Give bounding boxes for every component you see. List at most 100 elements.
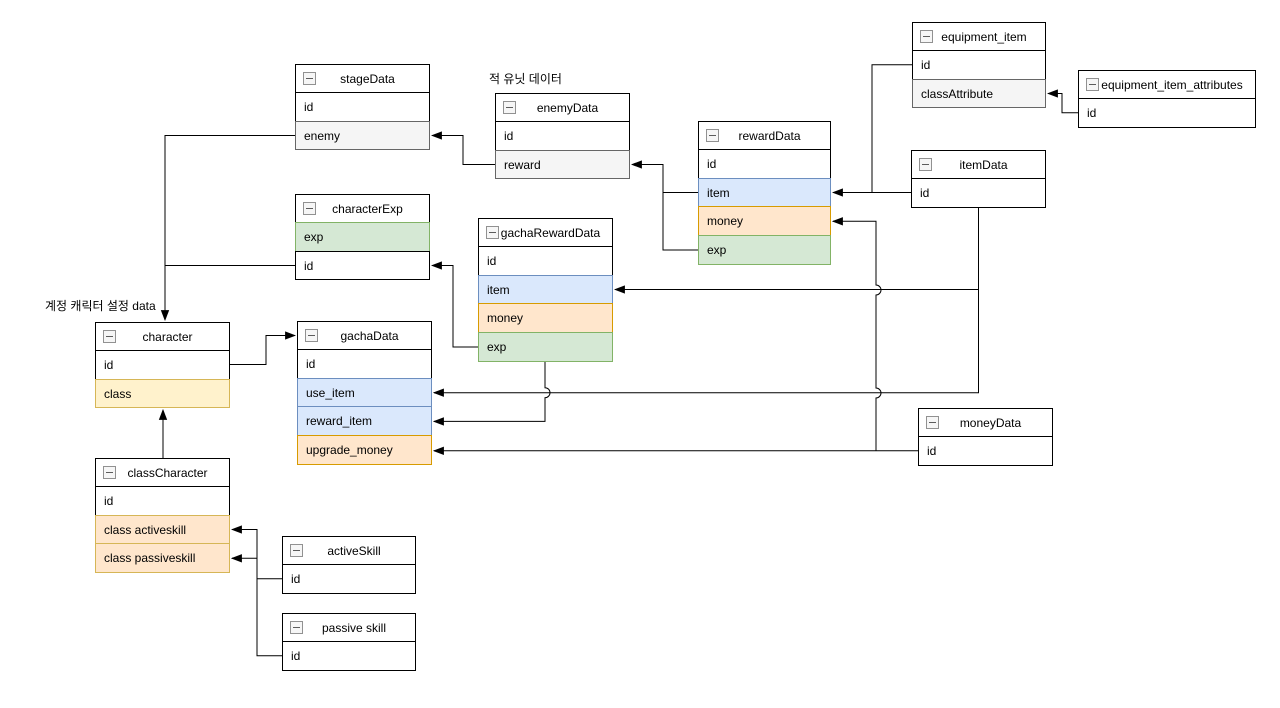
table-row-equipment-item-attributes-id[interactable]: id: [1078, 98, 1256, 128]
table-row-characterExp-id[interactable]: id: [295, 250, 430, 281]
table-row-equipment-item-classAttribute[interactable]: classAttribute: [912, 78, 1046, 109]
table-passive-skill[interactable]: passive skill id: [282, 613, 416, 671]
table-row-character-id[interactable]: id: [95, 350, 230, 380]
row-label: id: [104, 357, 114, 372]
table-stageData[interactable]: stageData id enemy: [295, 64, 430, 151]
table-row-gachaData-upgrade-money[interactable]: upgrade_money: [297, 435, 432, 465]
row-label: id: [927, 443, 937, 458]
row-label: class activeskill: [104, 522, 187, 537]
table-header-stageData[interactable]: stageData: [295, 64, 430, 93]
table-title: characterExp: [332, 201, 403, 216]
connector-enemyData-to-stageData-enemy[interactable]: [430, 131, 495, 165]
row-label: enemy: [304, 128, 341, 143]
table-row-passive-skill-id[interactable]: id: [282, 641, 416, 671]
table-row-equipment-item-id[interactable]: id: [912, 50, 1046, 80]
collapse-icon[interactable]: [706, 128, 719, 142]
connector-gachaRewardData-exp-to-characterExp-id[interactable]: [430, 261, 478, 348]
row-label: id: [304, 258, 314, 273]
collapse-icon[interactable]: [919, 157, 932, 171]
table-row-gachaData-id[interactable]: id: [297, 349, 432, 379]
table-row-itemData-id[interactable]: id: [911, 178, 1046, 208]
table-header-equipment-item[interactable]: equipment_item: [912, 22, 1046, 51]
table-row-classCharacter-id[interactable]: id: [95, 486, 230, 516]
table-header-passive-skill[interactable]: passive skill: [282, 613, 416, 642]
connector-stageData-enemy-to-character-top[interactable]: [160, 135, 295, 322]
collapse-icon[interactable]: [305, 328, 318, 342]
table-row-enemyData-id[interactable]: id: [495, 121, 630, 151]
table-row-gachaRewardData-exp[interactable]: exp: [478, 332, 613, 362]
connector-passiveSkill-to-classCharacter-passiveskill[interactable]: [230, 554, 282, 657]
collapse-icon[interactable]: [920, 29, 933, 43]
collapse-icon[interactable]: [290, 543, 303, 557]
collapse-icon[interactable]: [926, 415, 939, 429]
collapse-icon[interactable]: [103, 465, 116, 479]
table-title: stageData: [340, 71, 395, 86]
table-title: moneyData: [959, 415, 1022, 430]
connector-equipmentItem-id-join-rewardData-item[interactable]: [871, 64, 912, 193]
collapse-icon[interactable]: [303, 201, 316, 215]
row-label: id: [304, 99, 314, 114]
table-row-gachaRewardData-item[interactable]: item: [478, 274, 613, 305]
table-header-enemyData[interactable]: enemyData: [495, 93, 630, 122]
collapse-icon[interactable]: [290, 620, 303, 634]
table-classCharacter[interactable]: classCharacter id class activeskill class p…: [95, 458, 230, 574]
row-label: exp: [707, 242, 727, 257]
table-header-moneyData[interactable]: moneyData: [918, 408, 1053, 437]
row-label: id: [291, 571, 301, 586]
table-header-gachaData[interactable]: gachaData: [297, 321, 432, 350]
diagram-label-0[interactable]: 적 유닛 데이터: [489, 72, 562, 86]
table-row-characterExp-exp[interactable]: exp: [295, 222, 430, 252]
table-row-gachaData-reward-item[interactable]: reward_item: [297, 406, 432, 437]
diagram-label-1[interactable]: 계정 캐릭터 설정 data: [45, 299, 156, 313]
row-label: use_item: [306, 385, 355, 400]
connector-activeSkill-to-classCharacter-activeskill[interactable]: [230, 525, 282, 580]
table-header-classCharacter[interactable]: classCharacter: [95, 458, 230, 487]
collapse-icon[interactable]: [503, 100, 516, 114]
table-header-itemData[interactable]: itemData: [911, 150, 1046, 179]
table-row-gachaRewardData-id[interactable]: id: [478, 246, 613, 276]
table-row-enemyData-reward[interactable]: reward: [495, 149, 630, 180]
row-label: id: [104, 493, 114, 508]
table-title: passive skill: [321, 620, 387, 635]
table-activeSkill[interactable]: activeSkill id: [282, 536, 416, 594]
table-row-character-class[interactable]: class: [95, 378, 230, 409]
table-row-moneyData-id[interactable]: id: [918, 436, 1053, 466]
table-header-rewardData[interactable]: rewardData: [698, 121, 831, 150]
table-moneyData[interactable]: moneyData id: [918, 408, 1053, 466]
table-title: equipment_item_attributes: [1101, 77, 1243, 92]
table-characterExp[interactable]: characterExp exp id: [295, 194, 430, 281]
table-row-rewardData-exp[interactable]: exp: [698, 235, 831, 265]
connector-gachaRewardData-to-gachaData-rewardItem[interactable]: [432, 362, 551, 426]
connector-rewardData-exp-to-enemyData-reward[interactable]: [630, 160, 698, 251]
table-row-rewardData-money[interactable]: money: [698, 206, 831, 237]
table-row-stageData-enemy[interactable]: enemy: [295, 120, 430, 151]
table-header-characterExp[interactable]: characterExp: [295, 194, 430, 223]
table-row-stageData-id[interactable]: id: [295, 92, 430, 122]
table-row-classCharacter-class-passiveskill[interactable]: class passiveskill: [95, 543, 230, 574]
table-row-classCharacter-class-activeskill[interactable]: class activeskill: [95, 514, 230, 545]
collapse-icon[interactable]: [486, 225, 499, 239]
table-header-activeSkill[interactable]: activeSkill: [282, 536, 416, 565]
table-character[interactable]: character id class: [95, 322, 230, 409]
table-header-gachaRewardData[interactable]: gachaRewardData: [478, 218, 613, 247]
collapse-icon[interactable]: [103, 329, 116, 343]
table-row-rewardData-item[interactable]: item: [698, 177, 831, 208]
collapse-icon[interactable]: [1086, 77, 1099, 91]
table-row-gachaRewardData-money[interactable]: money: [478, 303, 613, 334]
table-header-character[interactable]: character: [95, 322, 230, 351]
table-row-rewardData-id[interactable]: id: [698, 149, 831, 179]
table-row-gachaData-use-item[interactable]: use_item: [297, 377, 432, 408]
collapse-icon[interactable]: [303, 71, 316, 85]
connector-attributes-id-to-equipment-classAttribute[interactable]: [1046, 89, 1078, 114]
table-row-activeSkill-id[interactable]: id: [282, 564, 416, 594]
table-header-equipment-item-attributes[interactable]: equipment_item_attributes: [1078, 70, 1256, 99]
connector-character-id-to-gachaData-header[interactable]: [230, 331, 297, 365]
connector-moneyData-branch-to-rewardData-money[interactable]: [831, 217, 882, 451]
